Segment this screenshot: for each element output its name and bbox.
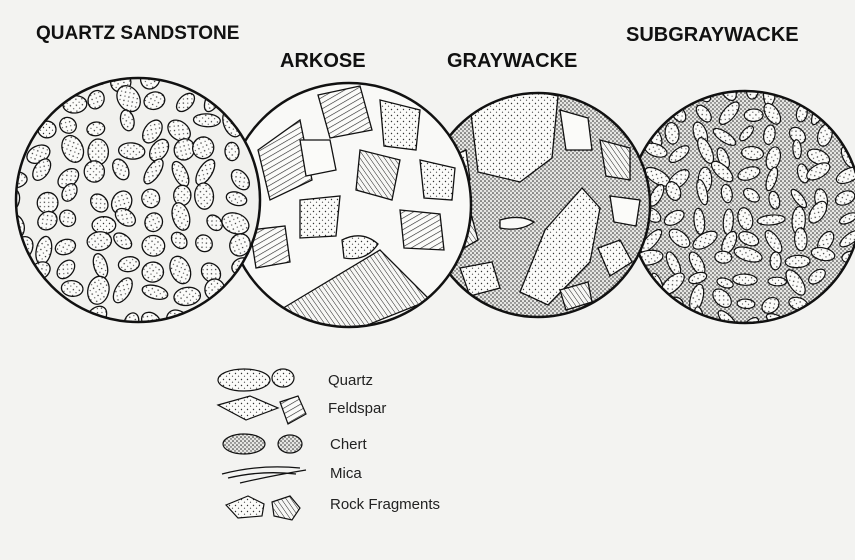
quartz-sandstone-thin-section xyxy=(0,58,260,339)
mica-flake-icon xyxy=(222,467,306,483)
rock-fragment-icon xyxy=(226,496,300,520)
chert-grain-icon xyxy=(223,434,302,454)
legend-label-chert: Chert xyxy=(330,436,367,453)
quartz-sandstone-title: QUARTZ SANDSTONE xyxy=(36,23,239,45)
subgraywacke-title: SUBGRAYWACKE xyxy=(626,24,799,47)
legend-label-mica: Mica xyxy=(330,465,362,482)
legend-label-feldspar: Feldspar xyxy=(328,400,386,417)
arkose-thin-section xyxy=(227,83,471,340)
arkose-title: ARKOSE xyxy=(280,50,366,73)
legend-label-rock-fragments: Rock Fragments xyxy=(330,496,440,513)
graywacke-title: GRAYWACKE xyxy=(447,50,577,73)
legend-label-quartz: Quartz xyxy=(328,372,373,389)
feldspar-grain-icon xyxy=(218,396,306,424)
quartz-grain-icon xyxy=(218,369,294,391)
